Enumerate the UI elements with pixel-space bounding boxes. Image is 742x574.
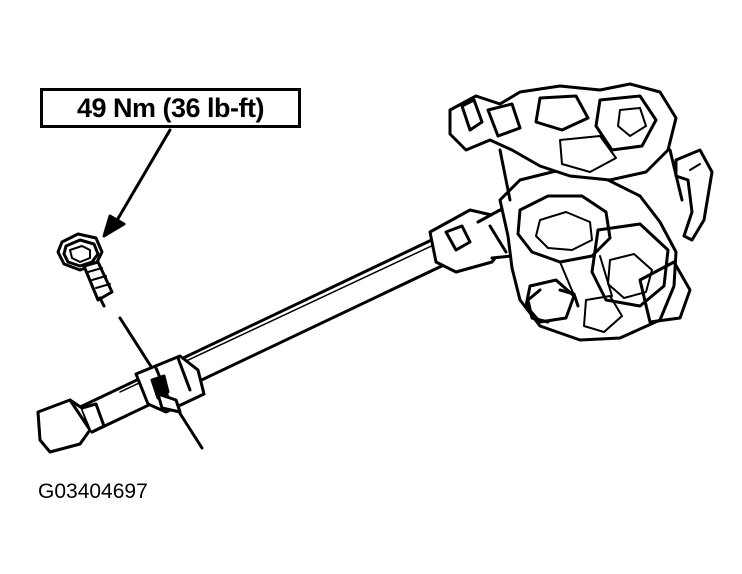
figure-id-label: G03404697 — [38, 480, 148, 503]
torque-callout-box: 49 Nm (36 lb-ft) — [40, 88, 301, 128]
shaft-lower-end — [36, 398, 106, 454]
pinch-bolt — [56, 232, 114, 308]
clamp-yoke — [134, 354, 206, 414]
steering-column-housing — [498, 168, 692, 342]
tilt-lever — [674, 148, 714, 242]
mounting-bracket — [448, 82, 684, 202]
callout-leader-arrow — [102, 128, 172, 238]
intermediate-shaft — [76, 234, 448, 434]
torque-spec-label: 49 Nm (36 lb-ft) — [76, 92, 265, 123]
housing-hook — [526, 288, 580, 324]
